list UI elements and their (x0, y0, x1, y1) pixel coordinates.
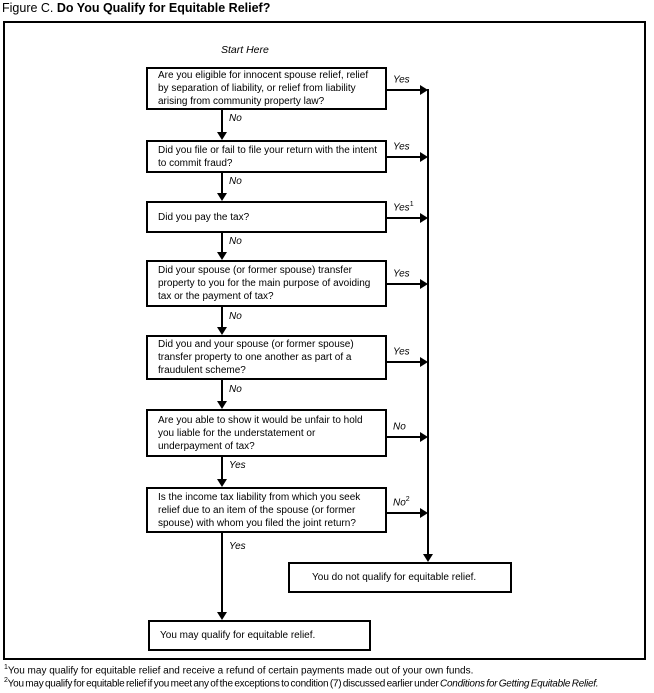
arrowhead-down-icon (423, 554, 433, 562)
branch-label-yes: Yes (393, 346, 410, 358)
arrowhead-down-icon (217, 132, 227, 140)
arrowhead-right-icon (420, 213, 428, 223)
question-text: Did you pay the tax? (158, 211, 250, 223)
branch-label-no-2: No2 (393, 496, 410, 509)
branch-label-no: No (393, 421, 406, 433)
question-box-2: Did you file or fail to file your return… (146, 140, 387, 173)
branch-label-yes-1: Yes1 (393, 201, 414, 214)
connector-right-1 (387, 89, 421, 91)
figure-title-main: Do You Qualify for Equitable Relief? (56, 1, 271, 15)
connector-right-6 (387, 436, 421, 438)
arrowhead-right-icon (420, 152, 428, 162)
arrowhead-right-icon (420, 508, 428, 518)
question-text: Are you able to show it would be unfair … (158, 414, 363, 452)
question-text: Did you and your spouse (or former spous… (158, 339, 354, 376)
arrowhead-right-icon (420, 279, 428, 289)
flowchart-frame (3, 21, 646, 660)
connector-down-4 (221, 306, 223, 329)
question-text: Is the income tax liability from which y… (158, 491, 361, 529)
arrowhead-down-icon (217, 193, 227, 201)
branch-label-no: No (229, 113, 242, 124)
question-text: Are you eligible for innocent spouse rel… (158, 70, 369, 107)
arrowhead-right-icon (420, 432, 428, 442)
branch-label-yes: Yes (393, 74, 410, 86)
collector-line (427, 89, 429, 555)
arrowhead-right-icon (420, 357, 428, 367)
connector-right-5 (387, 361, 421, 363)
connector-right-2 (387, 156, 421, 158)
question-box-3: Did you pay the tax? (146, 201, 387, 233)
connector-right-4 (387, 283, 421, 285)
figure-title-prefix: Figure C. (2, 1, 57, 15)
outcome-box-not-qualify: You do not qualify for equitable relief. (288, 562, 512, 593)
arrowhead-down-icon (217, 479, 227, 487)
arrowhead-down-icon (217, 252, 227, 260)
question-box-6: Are you able to show it would be unfair … (146, 409, 387, 457)
branch-label-yes: Yes (393, 268, 410, 280)
question-box-4: Did your spouse (or former spouse) trans… (146, 260, 387, 307)
branch-label-no: No (229, 384, 242, 395)
question-box-7: Is the income tax liability from which y… (146, 487, 387, 533)
arrowhead-down-icon (217, 401, 227, 409)
connector-down-3 (221, 232, 223, 254)
outcome-text: You do not qualify for equitable relief. (312, 572, 477, 583)
question-box-5: Did you and your spouse (or former spous… (146, 335, 387, 380)
connector-down-2 (221, 172, 223, 195)
branch-label-yes: Yes (229, 460, 246, 471)
connector-right-7 (387, 512, 421, 514)
connector-down-7 (221, 532, 223, 614)
outcome-box-may-qualify: You may qualify for equitable relief. (148, 620, 371, 651)
figure-title: Figure C. Do You Qualify for Equitable R… (2, 1, 270, 15)
arrowhead-down-icon (217, 612, 227, 620)
question-text: Did your spouse (or former spouse) trans… (158, 265, 371, 302)
branch-label-yes: Yes (229, 541, 246, 552)
arrowhead-right-icon (420, 85, 428, 95)
connector-down-6 (221, 456, 223, 481)
start-here-label: Start Here (221, 44, 269, 56)
branch-label-yes: Yes (393, 141, 410, 153)
question-text: Did you file or fail to file your return… (158, 144, 377, 169)
question-box-1: Are you eligible for innocent spouse rel… (146, 67, 387, 110)
footnote-1: 1You may qualify for equitable relief an… (4, 664, 474, 677)
branch-label-no: No (229, 176, 242, 187)
connector-right-3 (387, 217, 421, 219)
connector-down-1 (221, 109, 223, 134)
branch-label-no: No (229, 311, 242, 322)
footnote-2: 2You may qualify for equitable relief if… (4, 677, 599, 690)
connector-down-5 (221, 379, 223, 403)
arrowhead-down-icon (217, 327, 227, 335)
outcome-text: You may qualify for equitable relief. (160, 630, 316, 641)
branch-label-no: No (229, 236, 242, 247)
